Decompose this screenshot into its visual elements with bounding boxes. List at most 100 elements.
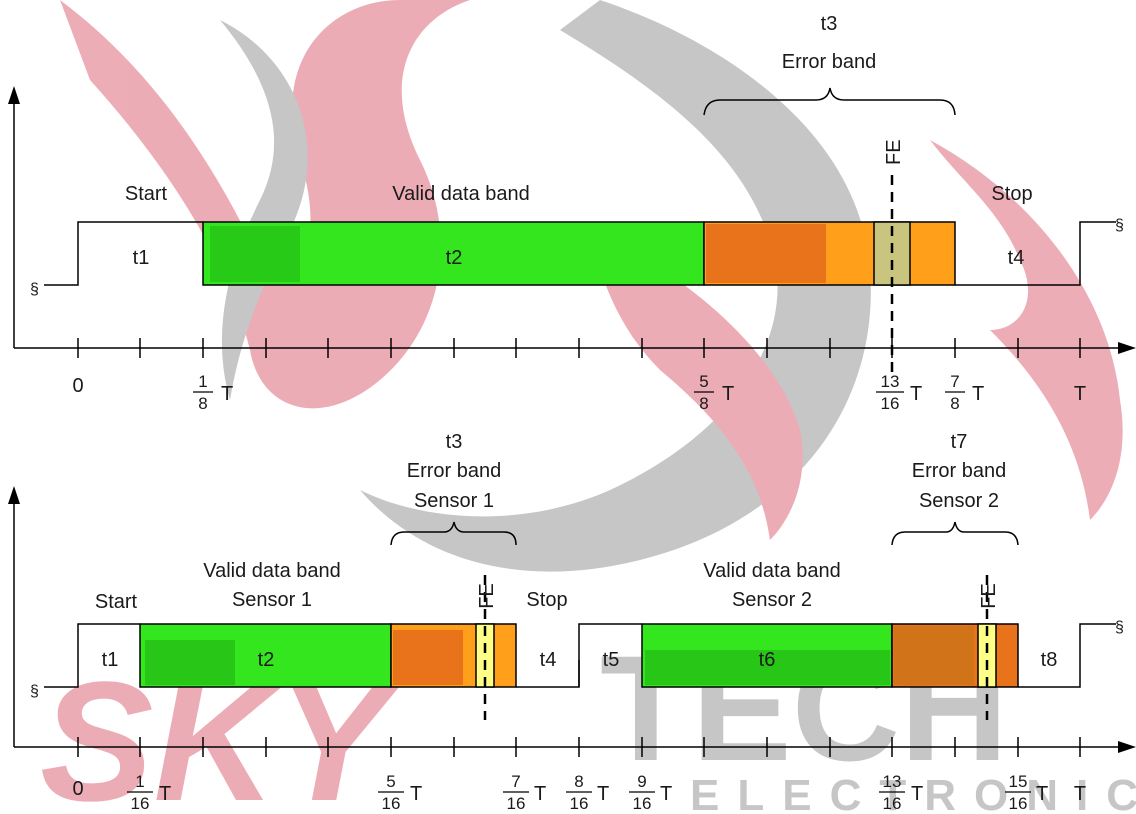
frac-num: 15 <box>1009 772 1028 791</box>
bottom-error2-t: t7 <box>951 431 968 453</box>
frac-num: 5 <box>699 372 708 391</box>
frac-num: 1 <box>135 772 144 791</box>
top-axis-label-T: T <box>1074 383 1086 405</box>
frac-num: 9 <box>637 772 646 791</box>
bottom-axis-label-8-16: 8 16 T <box>566 772 609 813</box>
bottom-valid1-sensor: Sensor 1 <box>232 589 312 611</box>
bottom-error1-sensor: Sensor 1 <box>414 490 494 512</box>
bottom-signal-line-start <box>44 623 140 688</box>
top-segment-t2: t2 <box>446 247 463 269</box>
top-segment-t4: t4 <box>1008 247 1025 269</box>
top-error-band-label: Error band <box>782 51 877 73</box>
bottom-valid-band-sensor-2-shade <box>645 650 890 685</box>
frac-num: 13 <box>881 372 900 391</box>
top-break-mark-left: § <box>30 281 39 298</box>
watermark-red-swoosh-right <box>930 140 1123 520</box>
bottom-break-mark-left: § <box>30 683 39 700</box>
top-start-label: Start <box>125 183 168 205</box>
frac-den: 16 <box>507 794 526 813</box>
bottom-signal-line-mid <box>516 623 642 688</box>
frac-den: 8 <box>699 394 708 413</box>
frac-unit: T <box>159 783 171 805</box>
bottom-ticks <box>77 737 1081 757</box>
top-error-brace <box>703 87 956 116</box>
bottom-diagram: FE FE t3 Error band Sensor 1 t7 Error ba… <box>8 431 1136 813</box>
bottom-axis-label-13-16: 13 16 T <box>879 772 923 813</box>
bottom-axis-label-0: 0 <box>72 778 83 800</box>
bottom-axis-label-1-16: 1 16 T <box>127 772 171 813</box>
top-x-axis-arrow-icon <box>1118 342 1136 354</box>
top-valid-band-shade <box>210 226 300 282</box>
frac-unit: T <box>221 383 233 405</box>
top-break-mark-right: § <box>1115 217 1124 234</box>
frac-unit: T <box>410 783 422 805</box>
frac-den: 8 <box>950 394 959 413</box>
frac-den: 16 <box>382 794 401 813</box>
bottom-axis-label-9-16: 9 16 T <box>629 772 672 813</box>
bottom-valid1-label: Valid data band <box>203 560 341 582</box>
top-error-band-shade <box>706 224 826 283</box>
top-axis-label-1-8: 1 8 T <box>193 372 233 413</box>
frac-num: 5 <box>386 772 395 791</box>
top-stop-label: Stop <box>991 183 1032 205</box>
top-axis-label-7-8: 7 8 T <box>945 372 984 413</box>
frac-den: 16 <box>633 794 652 813</box>
frac-den: 16 <box>883 794 902 813</box>
frac-unit: T <box>911 783 923 805</box>
bottom-error-brace-sensor-1 <box>390 521 517 546</box>
bottom-error2-label: Error band <box>912 460 1007 482</box>
top-valid-label: Valid data band <box>392 183 530 205</box>
watermark-red-swoosh-top <box>60 0 470 409</box>
bottom-signal-line-end <box>1018 623 1116 688</box>
bottom-error1-label: Error band <box>407 460 502 482</box>
frac-num: 7 <box>511 772 520 791</box>
top-diagram: FE t3 Error band Start Valid data band S… <box>8 13 1136 413</box>
watermark-red-swoosh-mid <box>590 230 803 540</box>
frac-den: 8 <box>198 394 207 413</box>
bottom-error-band-sensor-2-shade <box>894 626 974 685</box>
bottom-fe-label-sensor-2: FE <box>978 583 1000 609</box>
frac-den: 16 <box>131 794 150 813</box>
watermark-text-electronic: ELECTRONIC <box>690 771 1136 814</box>
bottom-axis-label-15-16: 15 16 T <box>1005 772 1048 813</box>
bottom-stop-label: Stop <box>526 589 567 611</box>
frac-unit: T <box>1036 783 1048 805</box>
top-signal-line <box>44 221 203 286</box>
bottom-error-brace-sensor-2 <box>891 521 1019 546</box>
frac-unit: T <box>910 383 922 405</box>
top-axis-label-13-16: 13 16 T <box>876 372 922 413</box>
bottom-valid-band-sensor-1-shade <box>145 640 235 685</box>
bottom-x-axis-arrow-icon <box>1118 741 1136 753</box>
frac-num: 8 <box>574 772 583 791</box>
bottom-start-label: Start <box>95 591 138 613</box>
bottom-break-mark-right: § <box>1115 619 1124 636</box>
watermark-gray-left <box>220 20 308 400</box>
top-segment-t1: t1 <box>133 247 150 269</box>
bottom-segment-t8: t8 <box>1041 649 1058 671</box>
frac-unit: T <box>660 783 672 805</box>
top-axis-label-5-8: 5 8 T <box>694 372 734 413</box>
top-axis-label-0: 0 <box>72 375 83 397</box>
frac-num: 13 <box>883 772 902 791</box>
frac-num: 1 <box>198 372 207 391</box>
frac-unit: T <box>972 383 984 405</box>
bottom-fe-label-sensor-1: FE <box>476 583 498 609</box>
bottom-segment-t5: t5 <box>603 649 620 671</box>
bottom-y-axis-arrow-icon <box>8 486 20 504</box>
bottom-error1-t: t3 <box>446 431 463 453</box>
bottom-segment-t2: t2 <box>258 649 275 671</box>
frac-den: 16 <box>570 794 589 813</box>
frac-unit: T <box>722 383 734 405</box>
top-y-axis-arrow-icon <box>8 86 20 104</box>
frac-den: 16 <box>881 394 900 413</box>
frac-den: 16 <box>1009 794 1028 813</box>
bottom-error2-sensor: Sensor 2 <box>919 490 999 512</box>
top-signal-line-end <box>955 221 1116 286</box>
bottom-axis-label-5-16: 5 16 T <box>378 772 422 813</box>
bottom-axis-label-T: T <box>1074 783 1086 805</box>
frac-unit: T <box>597 783 609 805</box>
bottom-axis-label-7-16: 7 16 T <box>503 772 546 813</box>
top-period-label: t3 <box>821 13 838 35</box>
bottom-segment-t1: t1 <box>102 649 119 671</box>
